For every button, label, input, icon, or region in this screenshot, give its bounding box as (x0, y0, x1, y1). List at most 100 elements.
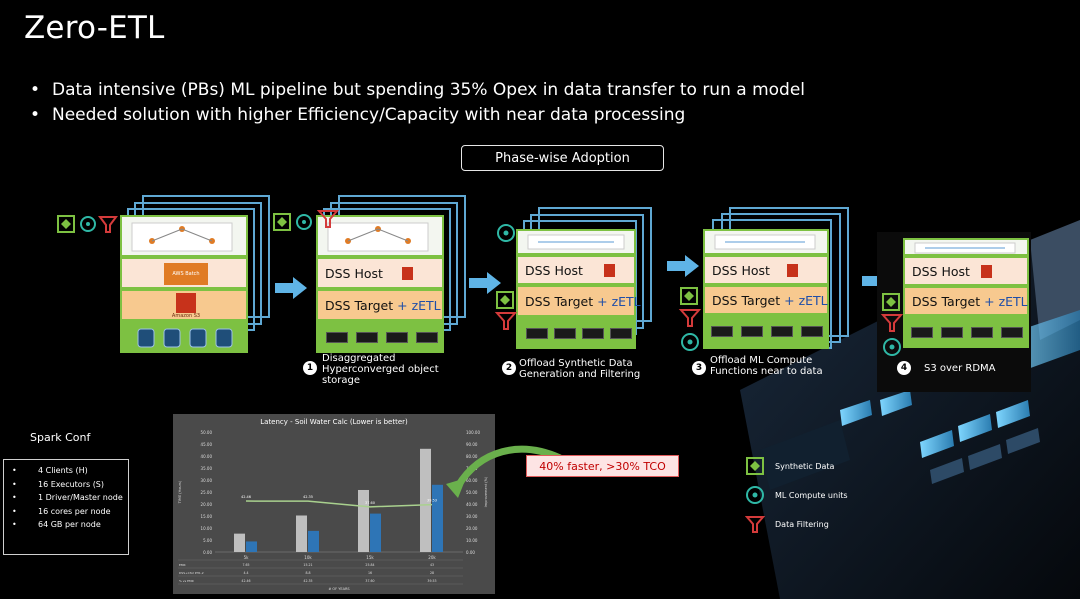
step-3-label: Offload ML Compute Functions near to dat… (710, 355, 823, 377)
dss-host-label: DSS Host (525, 263, 583, 278)
line-vs-emr (245, 500, 433, 508)
drive (610, 328, 632, 339)
data-filtering-icon (880, 314, 904, 332)
drive (386, 332, 408, 343)
dss-host-icon (402, 267, 413, 280)
workload-icons (273, 213, 312, 231)
dss-host-icon (604, 264, 615, 277)
drive (356, 332, 378, 343)
ml-compute-icon (296, 214, 312, 230)
y-axis-label: TIME (Hours) (178, 480, 182, 504)
workload-icons (880, 293, 904, 356)
x-tick-label: 5k (244, 555, 250, 560)
latency-chart: Latency - Soil Water Calc (Lower is bett… (173, 414, 495, 594)
synthetic-data-icon (496, 291, 514, 309)
line-data-label: 42.35 (303, 495, 313, 499)
y-tick-label: 20.00 (201, 502, 213, 507)
y2-tick-label: 50.00 (466, 490, 478, 495)
dss-target-label: DSS Target + zETL (912, 294, 1028, 309)
list-item: •16 cores per node (12, 506, 111, 516)
dss-target-label: DSS Target + zETL (325, 298, 441, 313)
y2-tick-label: 80.00 (466, 454, 478, 459)
y-tick-label: 10.00 (201, 526, 213, 531)
line-data-label: 42.46 (241, 495, 251, 499)
drive (582, 328, 604, 339)
data-filtering-icon (678, 309, 702, 327)
y-tick-label: 45.00 (201, 442, 213, 447)
y-tick-label: 5.00 (203, 538, 212, 543)
y-tick-label: 15.00 (201, 514, 213, 519)
bar-dss+csu-10k (308, 530, 319, 552)
table-row-vs-emr-cell: 42.46 (241, 579, 250, 583)
list-item: •16 Executors (S) (12, 479, 105, 489)
workload-icons (678, 287, 702, 351)
bar-emr-15k (358, 489, 369, 552)
amazon-s3-icon (176, 293, 196, 313)
bar-dss+csu-15k (370, 513, 381, 552)
y-tick-label: 40.00 (201, 454, 213, 459)
step-1-badge: 1 (303, 361, 317, 375)
chart-title: Latency - Soil Water Calc (Lower is bett… (260, 418, 408, 426)
x-axis-label: # OF YEARS (328, 587, 350, 591)
y-tick-label: 25.00 (201, 490, 213, 495)
table-row-emr-cell: 15.21 (303, 563, 312, 567)
drive (741, 326, 763, 337)
synthetic-data-icon (680, 287, 698, 305)
drive (971, 327, 993, 338)
spark-conf-list: •4 Clients (H) •16 Executors (S) •1 Driv… (3, 459, 129, 555)
phase-wise-adoption-label: Phase-wise Adoption (461, 145, 664, 171)
workflow-diagram-icon (327, 222, 429, 252)
table-row-dss-name: DSS+CSU PH1,2 (179, 571, 204, 575)
step-4-label: S3 over RDMA (924, 363, 996, 374)
table-row-emr-cell: 25.84 (365, 563, 374, 567)
dss-host-label: DSS Host (712, 263, 770, 278)
table-row-emr-name: EMR (179, 563, 186, 567)
y2-tick-label: 60.00 (466, 478, 478, 483)
data-filtering-icon (317, 210, 340, 228)
y-tick-label: 35.00 (201, 466, 213, 471)
y2-tick-label: 30.00 (466, 514, 478, 519)
ml-compute-icon (80, 216, 96, 232)
drive (711, 326, 733, 337)
y2-tick-label: 90.00 (466, 442, 478, 447)
drive (416, 332, 438, 343)
list-item: •1 Driver/Master node (12, 493, 123, 502)
synthetic-data-icon (57, 215, 75, 233)
workflow-diagram-icon (914, 242, 1016, 254)
step-2-label: Offload Synthetic Data Generation and Fi… (519, 358, 641, 380)
synthetic-data-icon (746, 457, 764, 475)
bullet-list: •Data intensive (PBs) ML pipeline but sp… (30, 78, 805, 128)
workload-icons (494, 291, 518, 330)
drive (1001, 327, 1023, 338)
table-row-vs-emr-name: % vs EMR (179, 579, 194, 583)
bullet-item: •Data intensive (PBs) ML pipeline but sp… (30, 80, 806, 100)
y2-axis-label: Improvement (%) (484, 476, 488, 507)
step-2-badge: 2 (502, 361, 516, 375)
legend-synthetic-data: Synthetic Data (775, 462, 835, 471)
table-row-vs-emr-cell: 37.60 (365, 579, 374, 583)
data-filtering-icon (745, 516, 765, 533)
bar-emr-20k (420, 448, 431, 552)
drive (911, 327, 933, 338)
table-row-vs-emr-cell: 39.53 (427, 579, 436, 583)
ml-compute-icon (497, 224, 515, 242)
list-item: •64 GB per node (12, 520, 101, 529)
x-tick-label: 10k (304, 555, 312, 560)
y-tick-label: 50.00 (201, 430, 213, 435)
legend-ml-compute: ML Compute units (775, 491, 848, 500)
dss-host-icon (787, 264, 798, 277)
bullet-item: •Needed solution with higher Efficiency/… (30, 105, 686, 125)
table-row-dss-cell: 28 (430, 571, 434, 575)
step-3-badge: 3 (692, 361, 706, 375)
ml-compute-icon (883, 338, 901, 356)
drive (801, 326, 823, 337)
x-tick-label: 15k (366, 555, 374, 560)
y2-tick-label: 0.00 (466, 550, 475, 555)
drive (554, 328, 576, 339)
legend-data-filtering: Data Filtering (775, 520, 829, 529)
amazon-s3-label: Amazon S3 (171, 313, 201, 319)
table-row-vs-emr-cell: 42.35 (303, 579, 312, 583)
data-filtering-icon (98, 216, 118, 233)
dss-target-label: DSS Target + zETL (712, 293, 828, 308)
drive (771, 326, 793, 337)
